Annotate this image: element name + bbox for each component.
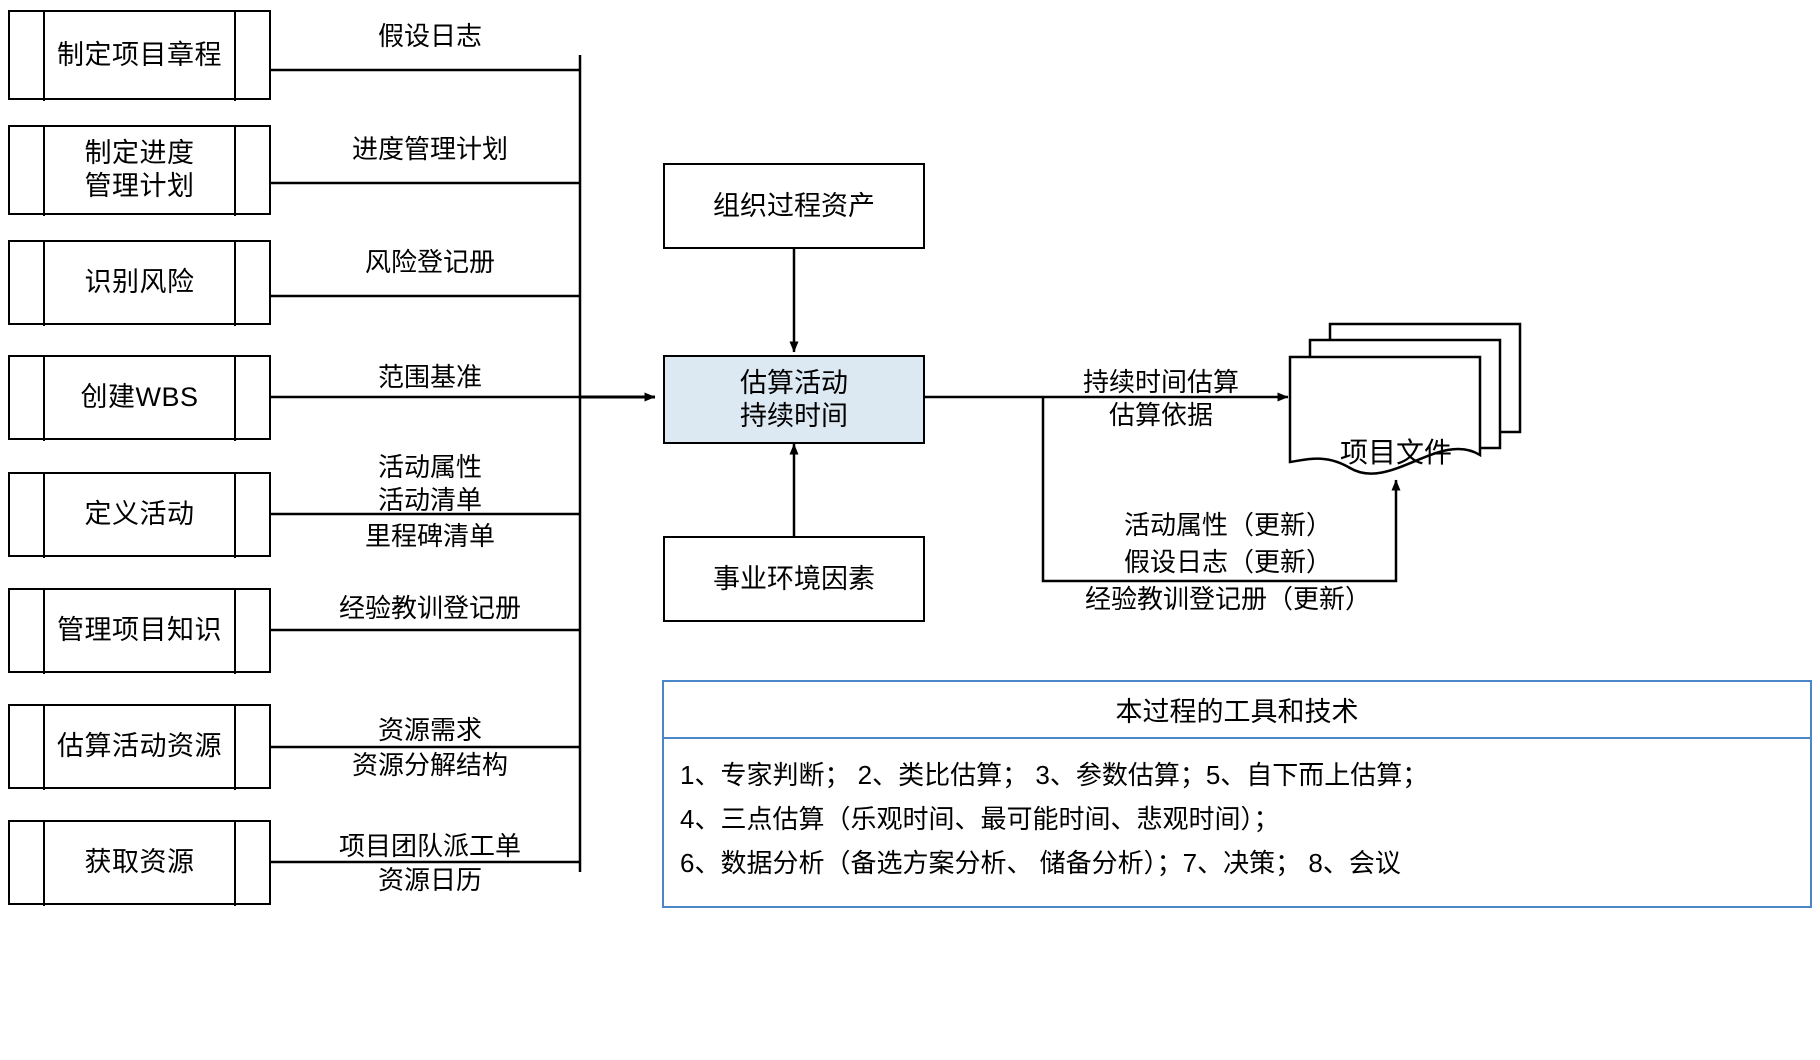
- edge-label-活动属性-活动清单: 活动属性 活动清单: [377, 452, 482, 515]
- input-process-获取资源[interactable]: 获取资源: [8, 819, 271, 906]
- update-label-经验教训登记册: 经验教训登记册（更新）: [1084, 584, 1371, 614]
- edge-label-进度管理计划: 进度管理计划: [351, 134, 508, 164]
- edge-label-项目团队派工单: 项目团队派工单: [338, 831, 521, 861]
- update-label-活动属性: 活动属性（更新）: [1123, 510, 1332, 540]
- predefined-bar-right: [234, 354, 236, 441]
- tools-panel-body: 1、专家判断； 2、类比估算； 3、参数估算；5、自下而上估算； 4、三点估算（…: [664, 739, 1810, 895]
- input-process-识别风险[interactable]: 识别风险: [8, 239, 271, 326]
- input-process-label: 获取资源: [84, 847, 195, 878]
- edge-label-资源日历: 资源日历: [377, 865, 482, 895]
- predefined-bar-right: [234, 703, 236, 790]
- edge-label-范围基准: 范围基准: [377, 362, 482, 392]
- predefined-bar-left: [43, 471, 45, 558]
- input-process-定义活动[interactable]: 定义活动: [8, 471, 271, 558]
- input-stub-lines: [271, 68, 580, 864]
- predefined-bar-left: [43, 587, 45, 674]
- predefined-bar-right: [234, 124, 236, 216]
- predefined-bar-right: [234, 819, 236, 906]
- document-stack-项目文件[interactable]: 项目文件: [1290, 357, 1502, 468]
- predefined-bar-right: [234, 9, 236, 101]
- edge-label-里程碑清单: 里程碑清单: [364, 521, 495, 551]
- input-process-制定项目章程[interactable]: 制定项目章程: [8, 9, 271, 101]
- input-process-创建WBS[interactable]: 创建WBS: [8, 354, 271, 441]
- document-stack-label: 项目文件: [1339, 437, 1452, 468]
- predefined-bar-left: [43, 819, 45, 906]
- predefined-bar-right: [234, 239, 236, 326]
- input-box-事业环境因素[interactable]: 事业环境因素: [663, 536, 925, 622]
- predefined-bar-left: [43, 703, 45, 790]
- document-stack-shape: [1288, 322, 1522, 475]
- input-process-label: 管理项目知识: [57, 615, 222, 646]
- predefined-bar-left: [43, 354, 45, 441]
- tools-line-3: 6、数据分析（备选方案分析、 储备分析）；7、决策； 8、会议: [680, 848, 1401, 878]
- input-process-label: 创建WBS: [80, 382, 199, 413]
- edge-label-假设日志: 假设日志: [377, 21, 482, 51]
- tools-line-1: 1、专家判断； 2、类比估算； 3、参数估算；5、自下而上估算；: [680, 760, 1429, 790]
- edge-label-资源需求: 资源需求: [377, 715, 482, 745]
- main-process-label: 估算活动 持续时间: [740, 367, 848, 431]
- edge-label-风险登记册: 风险登记册: [364, 247, 495, 277]
- input-process-估算活动资源[interactable]: 估算活动资源: [8, 703, 271, 790]
- input-process-label: 识别风险: [84, 267, 195, 298]
- tools-and-techniques-panel: 本过程的工具和技术 1、专家判断； 2、类比估算； 3、参数估算；5、自下而上估…: [662, 680, 1812, 908]
- predefined-bar-right: [234, 471, 236, 558]
- input-box-label: 事业环境因素: [713, 563, 875, 594]
- edge-label-经验教训登记册: 经验教训登记册: [338, 593, 521, 623]
- tools-panel-header: 本过程的工具和技术: [664, 682, 1810, 739]
- input-process-label: 制定项目章程: [57, 39, 222, 70]
- main-process-box[interactable]: 估算活动 持续时间: [663, 355, 925, 444]
- input-process-管理项目知识[interactable]: 管理项目知识: [8, 587, 271, 674]
- tools-line-2: 4、三点估算（乐观时间、最可能时间、悲观时间）；: [680, 804, 1280, 834]
- input-box-组织过程资产[interactable]: 组织过程资产: [663, 163, 925, 249]
- input-process-制定进度管理计划[interactable]: 制定进度 管理计划: [8, 124, 271, 216]
- input-box-label: 组织过程资产: [713, 190, 875, 221]
- input-process-label: 制定进度 管理计划: [84, 138, 195, 201]
- update-label-假设日志: 假设日志（更新）: [1123, 547, 1332, 577]
- input-process-label: 定义活动: [84, 499, 195, 530]
- predefined-bar-left: [43, 9, 45, 101]
- edge-label-资源分解结构: 资源分解结构: [351, 750, 508, 780]
- updates-feedback-path: [1041, 397, 1401, 583]
- predefined-bar-left: [43, 124, 45, 216]
- input-process-label: 估算活动资源: [57, 731, 222, 762]
- predefined-bar-left: [43, 239, 45, 326]
- predefined-bar-right: [234, 587, 236, 674]
- edge-label-持续时间估算: 持续时间估算 估算依据: [1082, 367, 1239, 430]
